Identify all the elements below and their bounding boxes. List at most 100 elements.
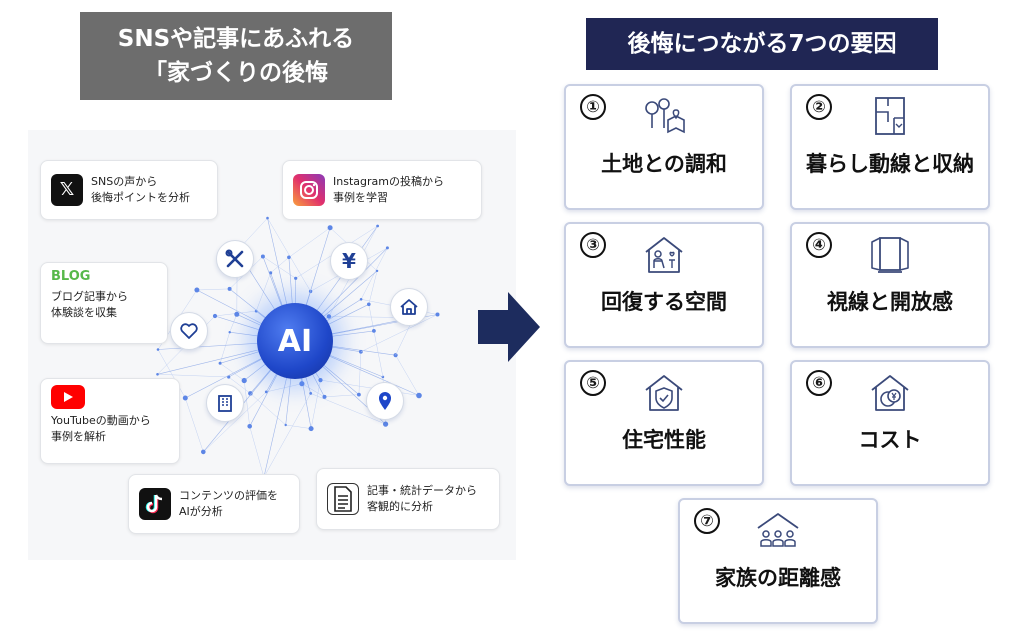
factor-card-7: ⑦ 家族の距離感 [678,498,878,624]
left-title-box: SNSや記事にあふれる 「家づくりの後悔 [80,12,392,100]
source-tiktok-line2: AIが分析 [179,505,223,518]
network-dot [367,302,371,307]
network-line [358,351,362,395]
network-line [395,355,420,396]
factor-number: ① [580,94,606,120]
network-line [250,393,286,426]
network-dot [247,424,252,429]
family-icon [757,513,799,547]
network-dot [234,311,240,317]
source-blog-line1: ブログ記事から [51,290,128,303]
network-dot [322,394,327,399]
factor-number: ⑤ [580,370,606,396]
factor-label: 視線と開放感 [827,290,953,314]
house-shield-icon [645,375,683,411]
factor-card-6: ⑥ コスト [790,360,990,486]
network-line [196,288,230,291]
ai-core: AI [257,303,333,379]
network-dot [385,246,389,250]
network-dot [182,395,188,401]
factor-card-1: ① 土地との調和 [564,84,764,210]
network-dot [156,348,160,351]
network-dot [269,271,273,275]
network-dot [294,276,298,280]
network-dot [264,390,268,394]
network-dot [266,216,269,220]
factor-label: 回復する空間 [601,290,727,314]
network-line [373,330,384,377]
network-dot [327,225,333,231]
arrow-right-icon [478,292,540,362]
network-line [285,424,312,429]
network-dot [248,391,253,396]
factor-label: 住宅性能 [622,428,706,452]
network-dot [375,269,379,273]
factor-number: ④ [806,232,832,258]
network-line [185,397,204,452]
network-dot [287,255,291,260]
network-line [228,376,251,394]
youtube-logo-icon [51,385,85,409]
source-card-x: 𝕏 SNSの声から 後悔ポイントを分析 [40,160,218,220]
factor-number: ⑥ [806,370,832,396]
source-card-blog: BLOG ブログ記事から 体験談を収集 [40,262,168,344]
network-dot [201,449,206,455]
network-line [243,380,250,427]
relax-room-icon [645,237,683,273]
tiktok-logo-icon [139,488,171,520]
factor-card-5: ⑤ 住宅性能 [564,360,764,486]
network-dot [218,361,222,365]
right-title: 後悔につながる7つの要因 [586,18,938,70]
network-line [288,227,331,258]
network-dot [376,224,379,228]
heart-icon [170,312,208,350]
instagram-logo-icon [293,174,325,206]
source-document-line2: 客観的に分析 [367,500,433,513]
source-card-youtube: YouTubeの動画から 事例を解析 [40,378,180,464]
source-x-line1: SNSの声から [91,175,158,188]
source-card-tiktok: コンテンツの評価を AIが分析 [128,474,300,534]
land-icon [645,98,685,134]
document-icon [327,483,359,515]
source-youtube-line2: 事例を解析 [51,430,106,443]
source-instagram-line1: Instagramの投稿から [333,175,444,188]
network-line [203,391,267,453]
source-youtube-line1: YouTubeの動画から [51,414,151,427]
network-dot [156,373,159,376]
network-dot [284,423,287,427]
network-line [270,257,290,274]
source-document-line1: 記事・統計データから [367,484,477,497]
source-card-instagram: Instagramの投稿から 事例を学習 [282,160,482,220]
network-dot [383,421,389,427]
source-instagram-line2: 事例を学習 [333,191,388,204]
network-dot [194,287,200,293]
network-dot [212,313,218,319]
network-dot [318,378,323,383]
factor-card-3: ③ 回復する空間 [564,222,764,348]
factor-number: ⑦ [694,508,720,534]
x-logo-icon: 𝕏 [51,174,83,206]
network-line [368,270,378,305]
network-line [310,380,321,429]
window-icon [871,237,909,273]
network-line [229,314,238,333]
factor-number: ③ [580,232,606,258]
network-dot [326,314,332,319]
network-dot [228,331,231,334]
network-line [360,314,438,353]
network-line [219,363,245,381]
blog-logo-icon: BLOG [51,269,91,284]
home-icon [390,288,428,326]
network-dot [359,298,363,301]
network-dot [381,375,385,379]
tools-icon [216,240,254,278]
source-tiktok-line1: コンテンツの評価を [179,489,278,502]
yen-icon: ¥ [330,242,368,280]
factor-card-2: ② 暮らし動線と収納 [790,84,990,210]
factor-label: コスト [858,428,922,452]
network-dot [260,254,265,259]
house-cost-icon [871,375,909,411]
network-dot [308,426,314,432]
building-icon [206,384,244,422]
network-line [219,332,230,364]
